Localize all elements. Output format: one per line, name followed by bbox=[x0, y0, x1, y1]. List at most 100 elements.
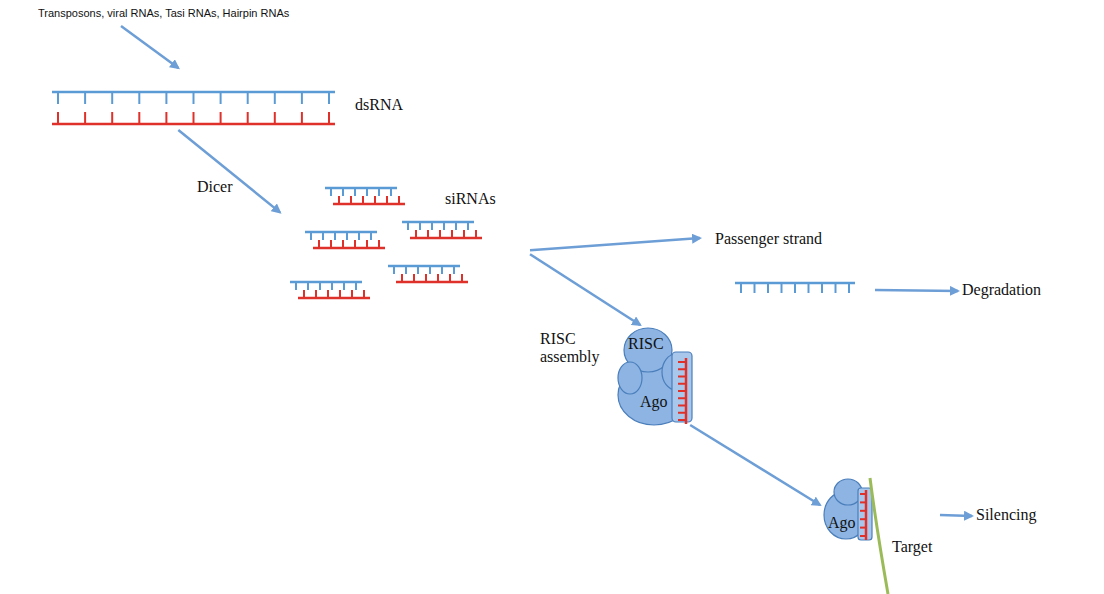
strand-stroke bbox=[327, 290, 329, 298]
strand-stroke bbox=[407, 222, 409, 230]
strand-stroke bbox=[346, 232, 348, 240]
strand-stroke bbox=[860, 510, 866, 512]
strand-stroke bbox=[354, 188, 356, 196]
flow-arrow bbox=[530, 238, 700, 250]
strand-stroke bbox=[274, 112, 276, 124]
strand-stroke bbox=[370, 232, 372, 240]
node-label: siRNAs bbox=[445, 190, 496, 208]
strand-stroke bbox=[319, 282, 321, 290]
strand-stroke bbox=[301, 92, 303, 104]
strand-stroke bbox=[350, 196, 352, 204]
ago-target-complex bbox=[824, 479, 872, 540]
strand-stroke bbox=[425, 274, 427, 282]
strand-stroke bbox=[439, 230, 441, 238]
strand-stroke bbox=[193, 92, 195, 104]
edge-label: RISC assembly bbox=[538, 330, 614, 367]
diagram-node: Degradation bbox=[958, 278, 1098, 304]
flow-arrow bbox=[690, 425, 820, 505]
strand-stroke bbox=[138, 112, 140, 124]
strand-stroke bbox=[431, 222, 433, 230]
strand-stroke bbox=[303, 290, 305, 298]
strand-stroke bbox=[57, 112, 59, 124]
strand-stroke bbox=[781, 283, 783, 293]
node-label: Passenger strand bbox=[715, 230, 822, 248]
node-label: Ago bbox=[640, 393, 668, 411]
node-label: Ago bbox=[828, 514, 856, 532]
flow-arrow bbox=[875, 290, 958, 291]
strand-stroke bbox=[455, 222, 457, 230]
strand-stroke bbox=[678, 412, 686, 414]
strand-stroke bbox=[860, 501, 866, 503]
strand-stroke bbox=[193, 112, 195, 124]
strand-stroke bbox=[678, 405, 686, 407]
strand-stroke bbox=[366, 188, 368, 196]
strand-stroke bbox=[378, 240, 380, 248]
strand-stroke bbox=[678, 397, 686, 399]
node-label: Degradation bbox=[962, 281, 1041, 299]
strand-stroke bbox=[334, 232, 336, 240]
strand-stroke bbox=[441, 266, 443, 274]
strand-stroke bbox=[413, 274, 415, 282]
strand-stroke bbox=[305, 231, 377, 234]
strand-stroke bbox=[338, 196, 340, 204]
target-mrna bbox=[870, 478, 888, 594]
strand-stroke bbox=[393, 266, 395, 274]
diagram-node: RISC Ago bbox=[618, 325, 700, 425]
strand-stroke bbox=[808, 283, 810, 293]
strand-stroke bbox=[363, 290, 365, 298]
strand-stroke bbox=[865, 490, 868, 540]
strand-stroke bbox=[794, 283, 796, 293]
strand-stroke bbox=[358, 232, 360, 240]
strand-stroke bbox=[401, 274, 403, 282]
node-label: Transposons, viral RNAs, Tasi RNAs, Hair… bbox=[38, 7, 289, 20]
strand-stroke bbox=[860, 518, 866, 520]
flow-arrow bbox=[940, 515, 972, 516]
strand-stroke bbox=[678, 390, 686, 392]
strand-stroke bbox=[330, 188, 332, 196]
diagram-node: Transposons, viral RNAs, Tasi RNAs, Hair… bbox=[36, 4, 376, 26]
strand-stroke bbox=[220, 112, 222, 124]
edge-label: Dicer bbox=[195, 178, 235, 196]
strand-stroke bbox=[362, 196, 364, 204]
strand-stroke bbox=[333, 203, 405, 206]
strand-stroke bbox=[111, 112, 113, 124]
strand-stroke bbox=[138, 92, 140, 104]
strand-stroke bbox=[307, 282, 309, 290]
strand-stroke bbox=[111, 92, 113, 104]
diagram-node: Silencing bbox=[972, 503, 1082, 529]
strand-stroke bbox=[315, 290, 317, 298]
strand-stroke bbox=[386, 196, 388, 204]
strand-stroke bbox=[463, 230, 465, 238]
strand-stroke bbox=[835, 283, 837, 293]
flow-arrow bbox=[121, 26, 178, 68]
node-label: RISC bbox=[628, 335, 664, 353]
strand-stroke bbox=[331, 282, 333, 290]
node-label: Silencing bbox=[976, 506, 1036, 524]
strand-stroke bbox=[355, 282, 357, 290]
strand-stroke bbox=[429, 266, 431, 274]
strand-stroke bbox=[396, 281, 468, 284]
strand-stroke bbox=[84, 112, 86, 124]
diagram-node: dsRNA bbox=[48, 68, 410, 130]
strand-stroke bbox=[342, 240, 344, 248]
flow-arrow bbox=[530, 254, 640, 325]
strand-stroke bbox=[821, 283, 823, 293]
rna-strands bbox=[52, 92, 866, 540]
strand-stroke bbox=[437, 274, 439, 282]
strand-stroke bbox=[678, 419, 686, 421]
strand-stroke bbox=[374, 196, 376, 204]
strand-stroke bbox=[328, 92, 330, 104]
strand-stroke bbox=[318, 240, 320, 248]
strand-stroke bbox=[410, 237, 482, 240]
strand-stroke bbox=[461, 274, 463, 282]
strand-stroke bbox=[220, 92, 222, 104]
strand-stroke bbox=[678, 383, 686, 385]
node-label: dsRNA bbox=[355, 96, 403, 114]
strand-stroke bbox=[388, 265, 460, 268]
strand-stroke bbox=[390, 188, 392, 196]
strand-stroke bbox=[860, 535, 866, 537]
strand-stroke bbox=[290, 281, 362, 284]
strand-stroke bbox=[247, 92, 249, 104]
strand-stroke bbox=[339, 290, 341, 298]
